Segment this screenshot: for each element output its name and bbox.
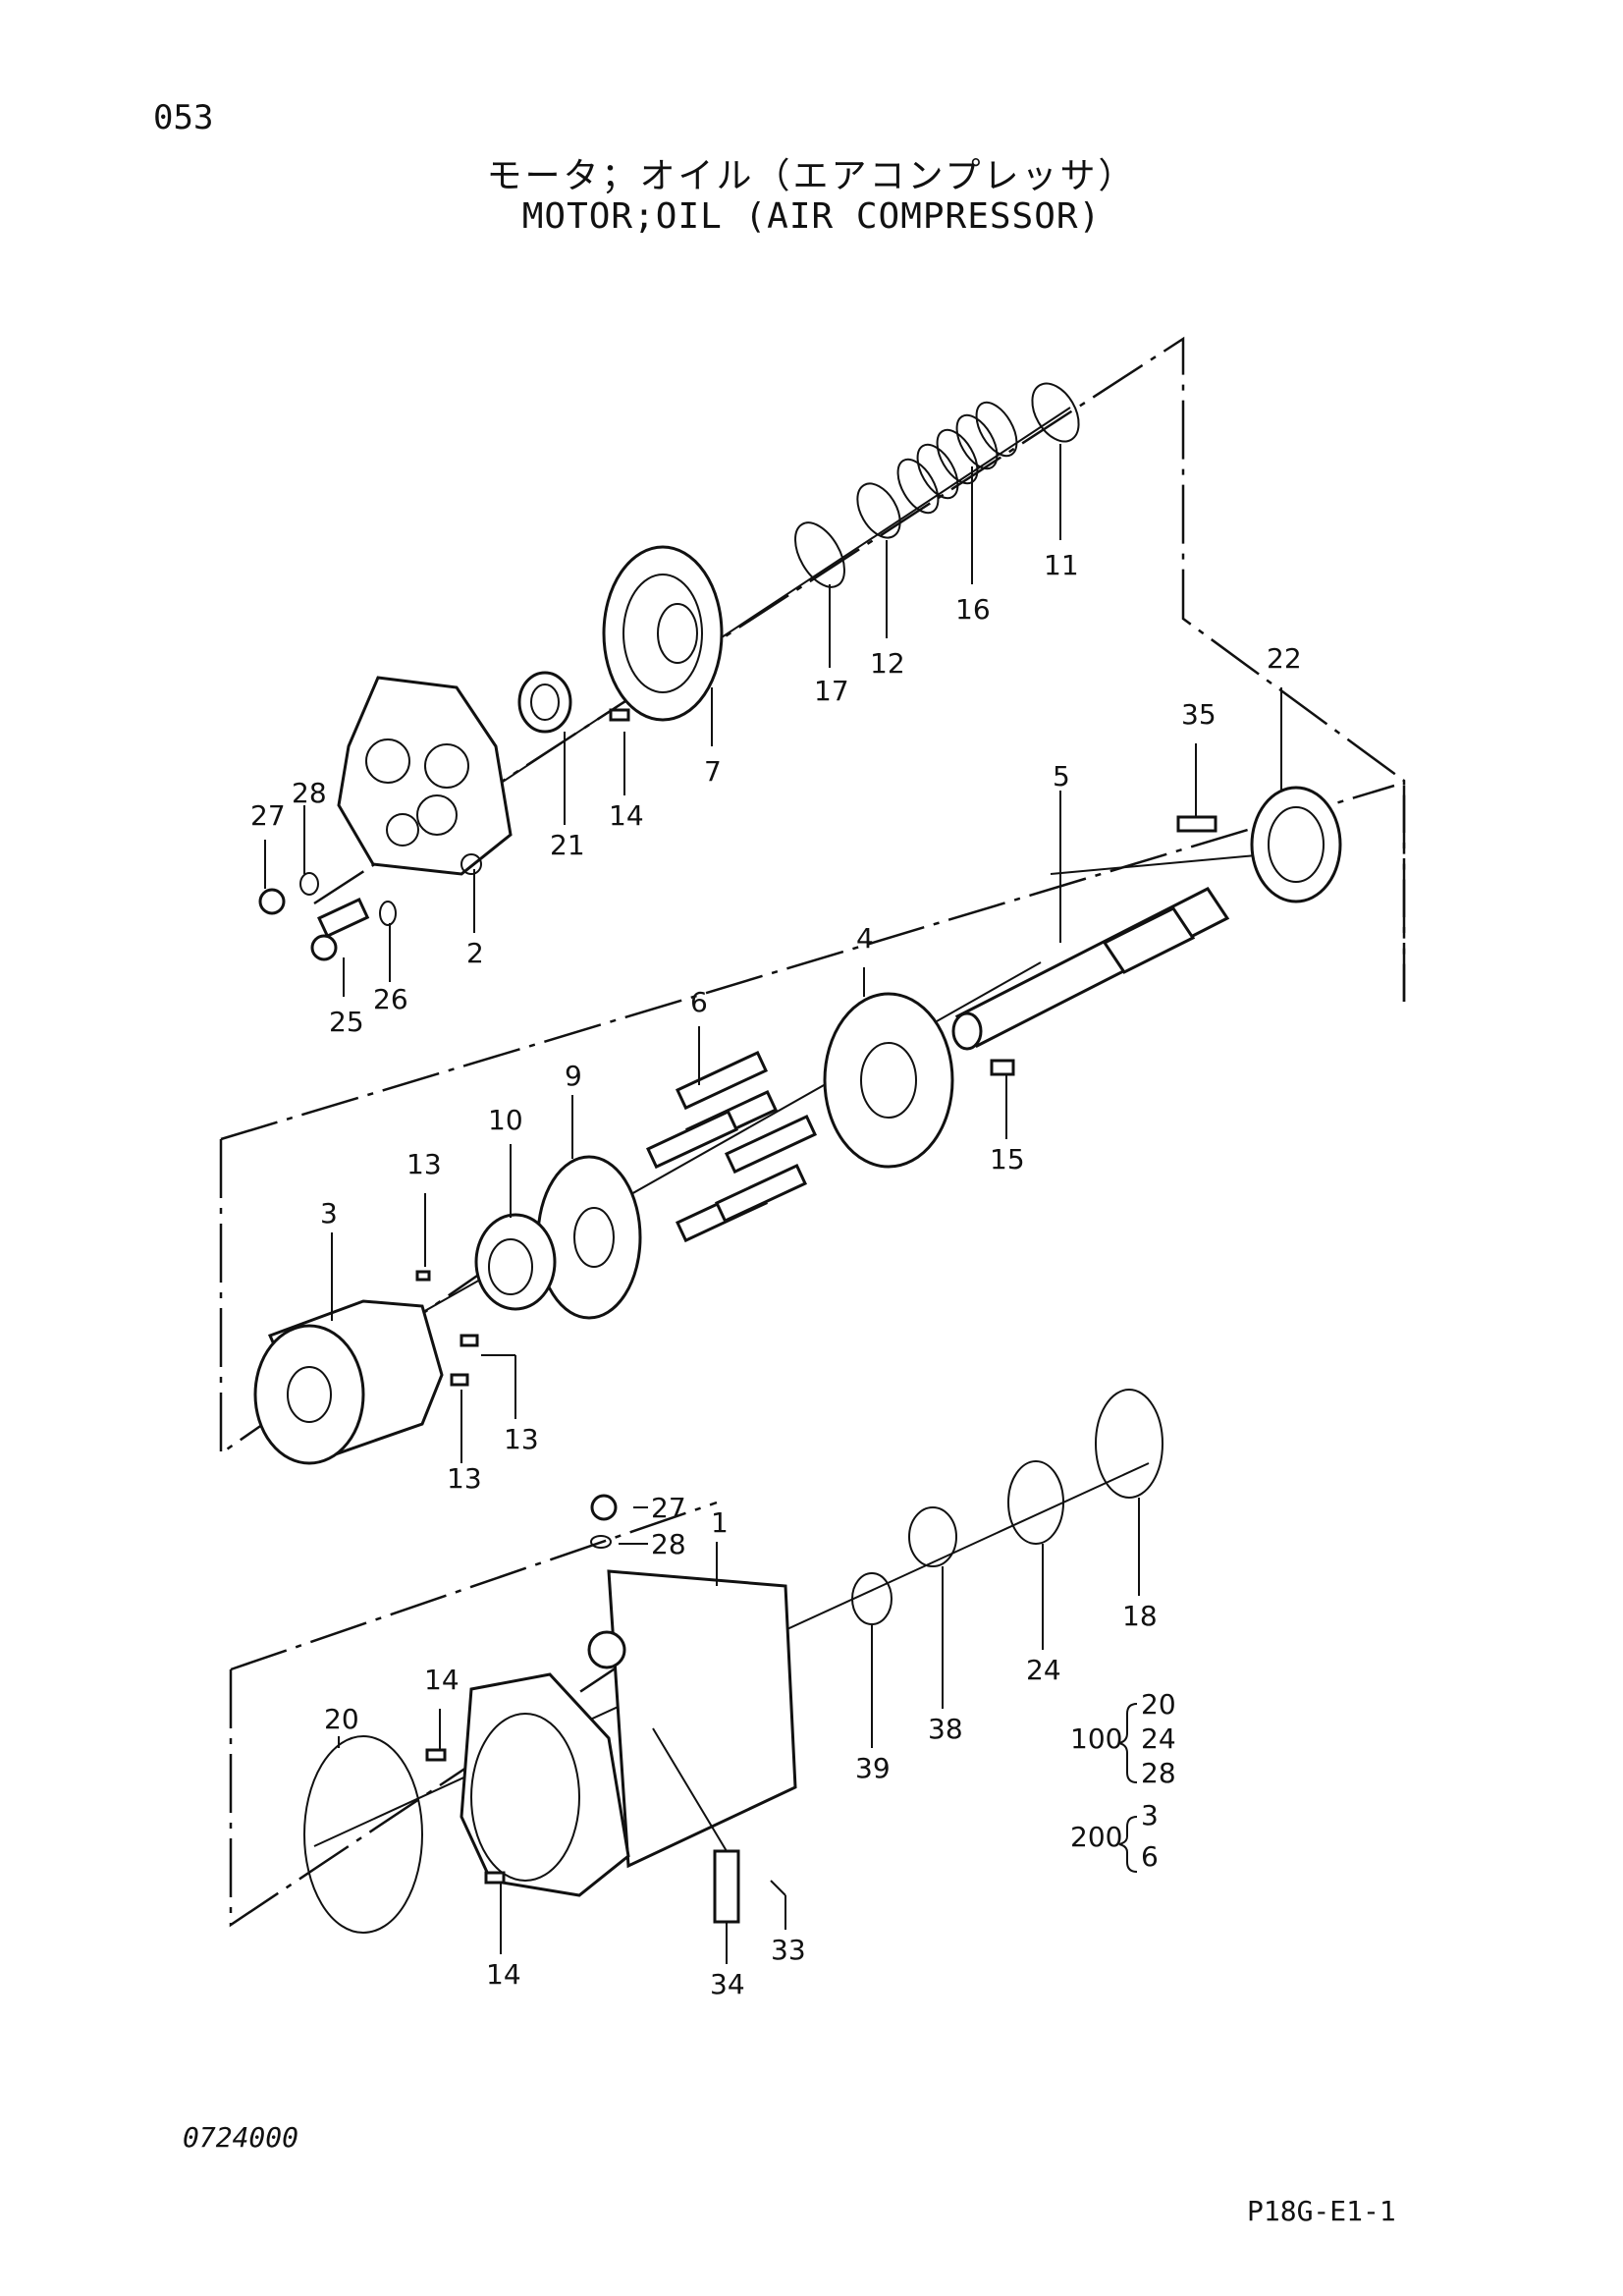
callout-13-b: 13 bbox=[504, 1423, 539, 1455]
callout-labels: 1 2 3 4 5 6 7 9 10 11 12 13 13 13 14 14 … bbox=[250, 549, 1302, 2000]
callout-21: 21 bbox=[550, 829, 585, 861]
callout-13-a: 13 bbox=[406, 1148, 442, 1180]
callout-14-b: 14 bbox=[424, 1664, 460, 1696]
needle-bearing-part bbox=[517, 671, 572, 734]
callout-11: 11 bbox=[1044, 549, 1079, 581]
cylinder-block-part bbox=[253, 1270, 479, 1465]
kit-100-member: 20 bbox=[1141, 1688, 1176, 1721]
ball-bearing-part bbox=[1250, 786, 1342, 903]
callout-39: 39 bbox=[855, 1752, 891, 1784]
pin-part bbox=[484, 1871, 506, 1885]
page-reference: P18G-E1-1 bbox=[1247, 2195, 1396, 2227]
callout-1: 1 bbox=[711, 1506, 729, 1539]
callout-20: 20 bbox=[324, 1703, 359, 1735]
callout-10: 10 bbox=[488, 1104, 523, 1136]
callout-26: 26 bbox=[373, 983, 408, 1015]
callout-38: 38 bbox=[928, 1713, 963, 1745]
bushing-part bbox=[474, 1213, 557, 1311]
callout-13-c: 13 bbox=[447, 1462, 482, 1495]
kit-200: 200 3 6 bbox=[1070, 1799, 1159, 1873]
callout-27-b: 27 bbox=[651, 1492, 686, 1524]
drawing-code: 0724000 bbox=[183, 2121, 299, 2154]
callout-12: 12 bbox=[870, 647, 905, 680]
callout-28-a: 28 bbox=[292, 777, 327, 809]
kit-200-id: 200 bbox=[1070, 1821, 1122, 1853]
callout-34: 34 bbox=[710, 1968, 745, 2000]
callout-14-a: 14 bbox=[609, 799, 644, 832]
assembly-boundaries bbox=[219, 336, 1406, 1928]
callout-6: 6 bbox=[690, 986, 708, 1018]
title-japanese: モータ；オイル（エアコンプレッサ） bbox=[486, 156, 1137, 196]
callout-9: 9 bbox=[565, 1060, 582, 1092]
kit-100-member: 24 bbox=[1141, 1722, 1176, 1755]
name-plate-part bbox=[713, 1849, 740, 1924]
key-part bbox=[1176, 815, 1217, 833]
callout-18: 18 bbox=[1122, 1600, 1158, 1632]
callout-16: 16 bbox=[955, 593, 991, 626]
o-ring-part bbox=[303, 1735, 423, 1934]
swash-plate-part bbox=[823, 992, 954, 1169]
page-number: 053 bbox=[153, 98, 214, 137]
leader-lines bbox=[264, 444, 1282, 1964]
callout-15: 15 bbox=[990, 1143, 1025, 1175]
callout-33: 33 bbox=[771, 1934, 806, 1966]
cover-housing-part bbox=[337, 676, 513, 876]
callout-28-b: 28 bbox=[651, 1528, 686, 1560]
callout-24: 24 bbox=[1026, 1654, 1061, 1686]
kit-100-member: 28 bbox=[1141, 1757, 1176, 1789]
title-english: MOTOR;OIL (AIR COMPRESSOR) bbox=[521, 196, 1102, 237]
pin-part bbox=[609, 708, 630, 722]
ring-and-spring-parts bbox=[794, 382, 1080, 588]
pin-part bbox=[425, 1748, 447, 1762]
callout-25: 25 bbox=[329, 1006, 364, 1038]
callout-7: 7 bbox=[704, 755, 722, 788]
plug-and-bolt-parts bbox=[258, 872, 397, 961]
retainer-plate-part bbox=[536, 1155, 642, 1320]
callout-27-a: 27 bbox=[250, 799, 286, 832]
callout-22: 22 bbox=[1267, 642, 1302, 675]
kit-100: 100 20 24 28 bbox=[1070, 1688, 1176, 1789]
kit-200-member: 6 bbox=[1141, 1840, 1159, 1873]
kit-200-member: 3 bbox=[1141, 1799, 1159, 1831]
callout-4: 4 bbox=[856, 922, 874, 955]
callout-35: 35 bbox=[1181, 698, 1217, 731]
kit-100-id: 100 bbox=[1070, 1722, 1122, 1755]
motor-housing-part bbox=[460, 1494, 797, 1897]
shaft-part bbox=[951, 887, 1230, 1051]
pin-part bbox=[990, 1059, 1015, 1076]
callout-3: 3 bbox=[320, 1197, 338, 1230]
piston-parts bbox=[646, 1050, 818, 1243]
valve-plate-part bbox=[602, 545, 724, 722]
retaining-ring-parts bbox=[851, 1389, 1163, 1625]
callout-17: 17 bbox=[814, 675, 849, 707]
rivet-part bbox=[770, 1880, 786, 1896]
callout-14-c: 14 bbox=[486, 1958, 521, 1991]
callout-2: 2 bbox=[466, 937, 484, 969]
kit-braces bbox=[1118, 1703, 1138, 1873]
callout-5: 5 bbox=[1053, 760, 1070, 793]
